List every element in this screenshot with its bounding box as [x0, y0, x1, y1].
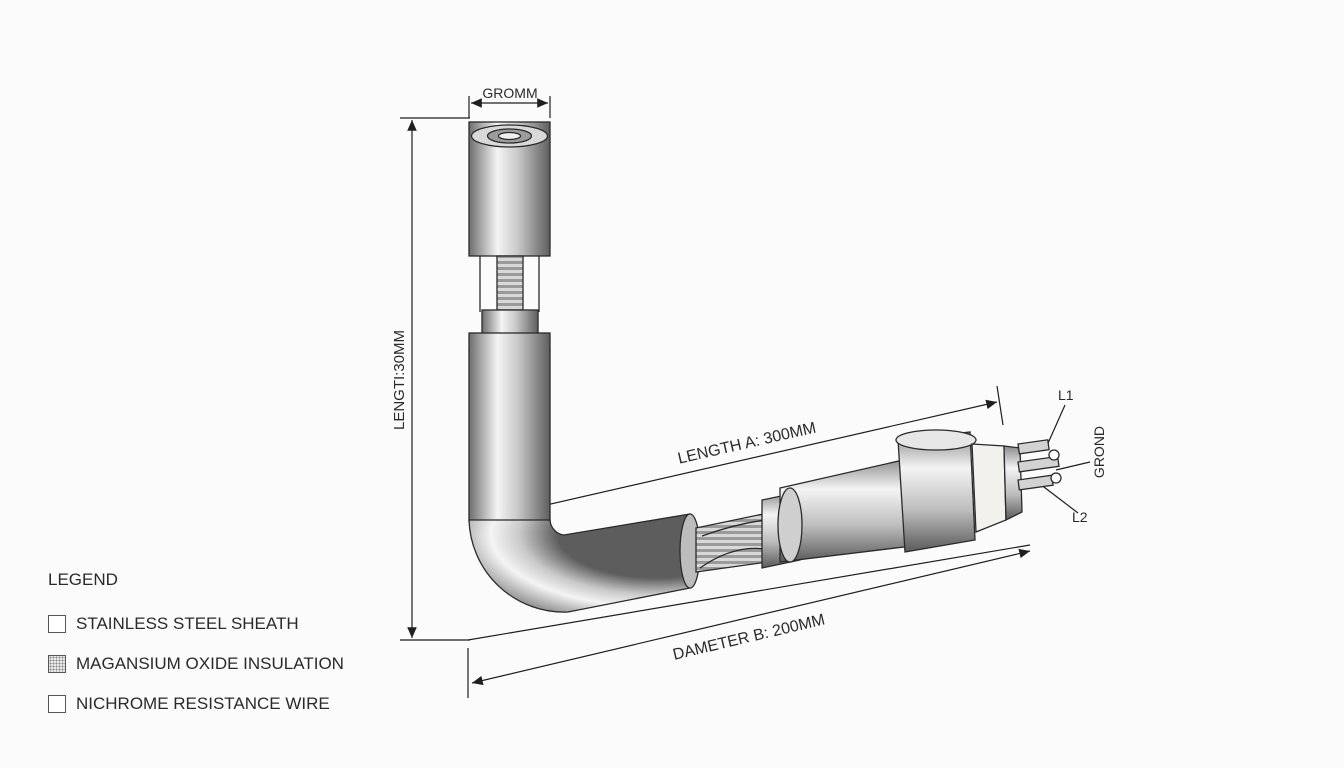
horizontal-sheath [695, 429, 1062, 573]
label-ground: GROND [1091, 426, 1107, 478]
bend-sheath [468, 513, 691, 613]
flange-top [895, 429, 977, 451]
main-tube-vertical [469, 350, 550, 522]
terminal-block [1003, 445, 1023, 522]
top-cap-center [497, 131, 522, 141]
label-top-width: GROMM [482, 85, 537, 101]
legend-label: STAINLESS STEEL SHEATH [76, 614, 299, 633]
inner-insulator-ring [481, 309, 539, 337]
legend-item-sheath: STAINLESS STEEL SHEATH [48, 604, 344, 644]
legend-swatch-insulation [48, 655, 66, 673]
legend-swatch-wire [48, 695, 66, 713]
dim-diameter-b [471, 548, 1031, 686]
legend-label: NICHROME RESISTANCE WIRE [76, 694, 330, 713]
legend-item-wire: NICHROME RESISTANCE WIRE [48, 684, 344, 724]
legend: LEGEND STAINLESS STEEL SHEATH MAGANSIUM … [48, 570, 344, 724]
terminal-pin-l1 [1017, 439, 1050, 455]
legend-swatch-sheath [48, 615, 66, 633]
pin-hole-ground [1050, 472, 1062, 484]
leader-l2 [1039, 483, 1079, 514]
label-terminal-l1: L1 [1058, 387, 1074, 403]
terminal-pin-ground [1017, 455, 1060, 473]
collar [468, 332, 551, 352]
label-vertical-length: LENGTI:30MM [391, 330, 408, 430]
pin-hole-l1 [1048, 449, 1060, 461]
legend-title: LEGEND [48, 570, 118, 589]
barrel-rim [777, 487, 803, 563]
label-length-a: LENGTH A: 300MM [676, 420, 818, 468]
terminal-pin-l2 [1017, 474, 1054, 491]
leader-ground [1055, 461, 1091, 471]
ceramic-insulator [971, 443, 1007, 533]
legend-label: MAGANSIUM OXIDE INSULATION [76, 654, 344, 673]
tube-bend [468, 513, 701, 613]
label-terminal-l2: L2 [1072, 509, 1088, 525]
dim-length-a [471, 399, 998, 525]
legend-item-insulation: MAGANSIUM OXIDE INSULATION [48, 644, 344, 684]
heating-coil-vertical [496, 255, 524, 315]
dim-length-a-ext [996, 385, 1004, 426]
dimension-lines [400, 96, 1091, 698]
label-diameter-b: DAMETER B: 200MM [671, 611, 826, 663]
vertical-sheath [468, 121, 551, 522]
